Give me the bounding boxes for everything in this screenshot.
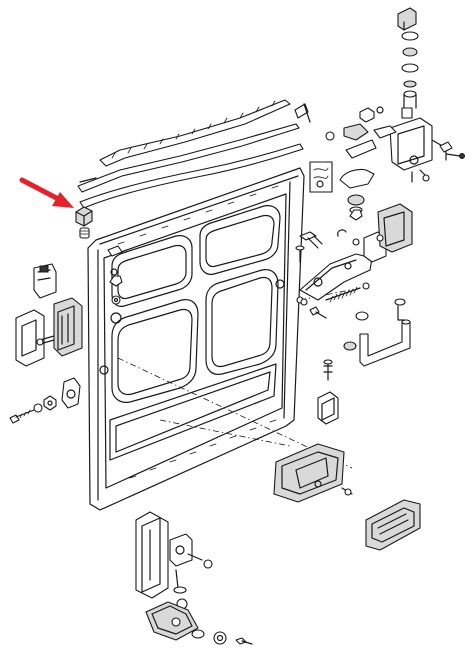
red-arrow-icon bbox=[19, 177, 74, 208]
sliding-door-panel bbox=[87, 167, 305, 511]
latch-stop-bracket bbox=[61, 377, 81, 409]
rear-lock-assembly bbox=[389, 7, 465, 183]
fasteners-washers bbox=[107, 245, 327, 319]
operating-rod-linkage bbox=[299, 203, 413, 301]
upper-window-seal-strips bbox=[77, 99, 304, 209]
assembly-center-lines bbox=[117, 289, 353, 469]
handle-trim-cover bbox=[365, 499, 421, 551]
lock-small-screws bbox=[325, 131, 363, 246]
linkage-pins bbox=[296, 231, 323, 304]
outer-handle bbox=[273, 443, 353, 503]
front-latch-assembly bbox=[15, 263, 83, 367]
door-top-stop-buffer bbox=[75, 206, 93, 227]
front-latch-fasteners bbox=[9, 395, 57, 424]
inner-handle bbox=[343, 298, 411, 367]
lock-spring-box bbox=[309, 161, 333, 193]
check-link-and-spring bbox=[325, 282, 370, 303]
lower-roller-carrier-arm bbox=[135, 511, 213, 610]
lower-roller-assembly bbox=[145, 601, 253, 645]
seal-retaining-clip bbox=[294, 103, 311, 123]
lock-linkage-cams bbox=[339, 106, 397, 214]
handle-mount-bracket bbox=[317, 359, 339, 425]
buffer-bolt bbox=[79, 227, 90, 239]
